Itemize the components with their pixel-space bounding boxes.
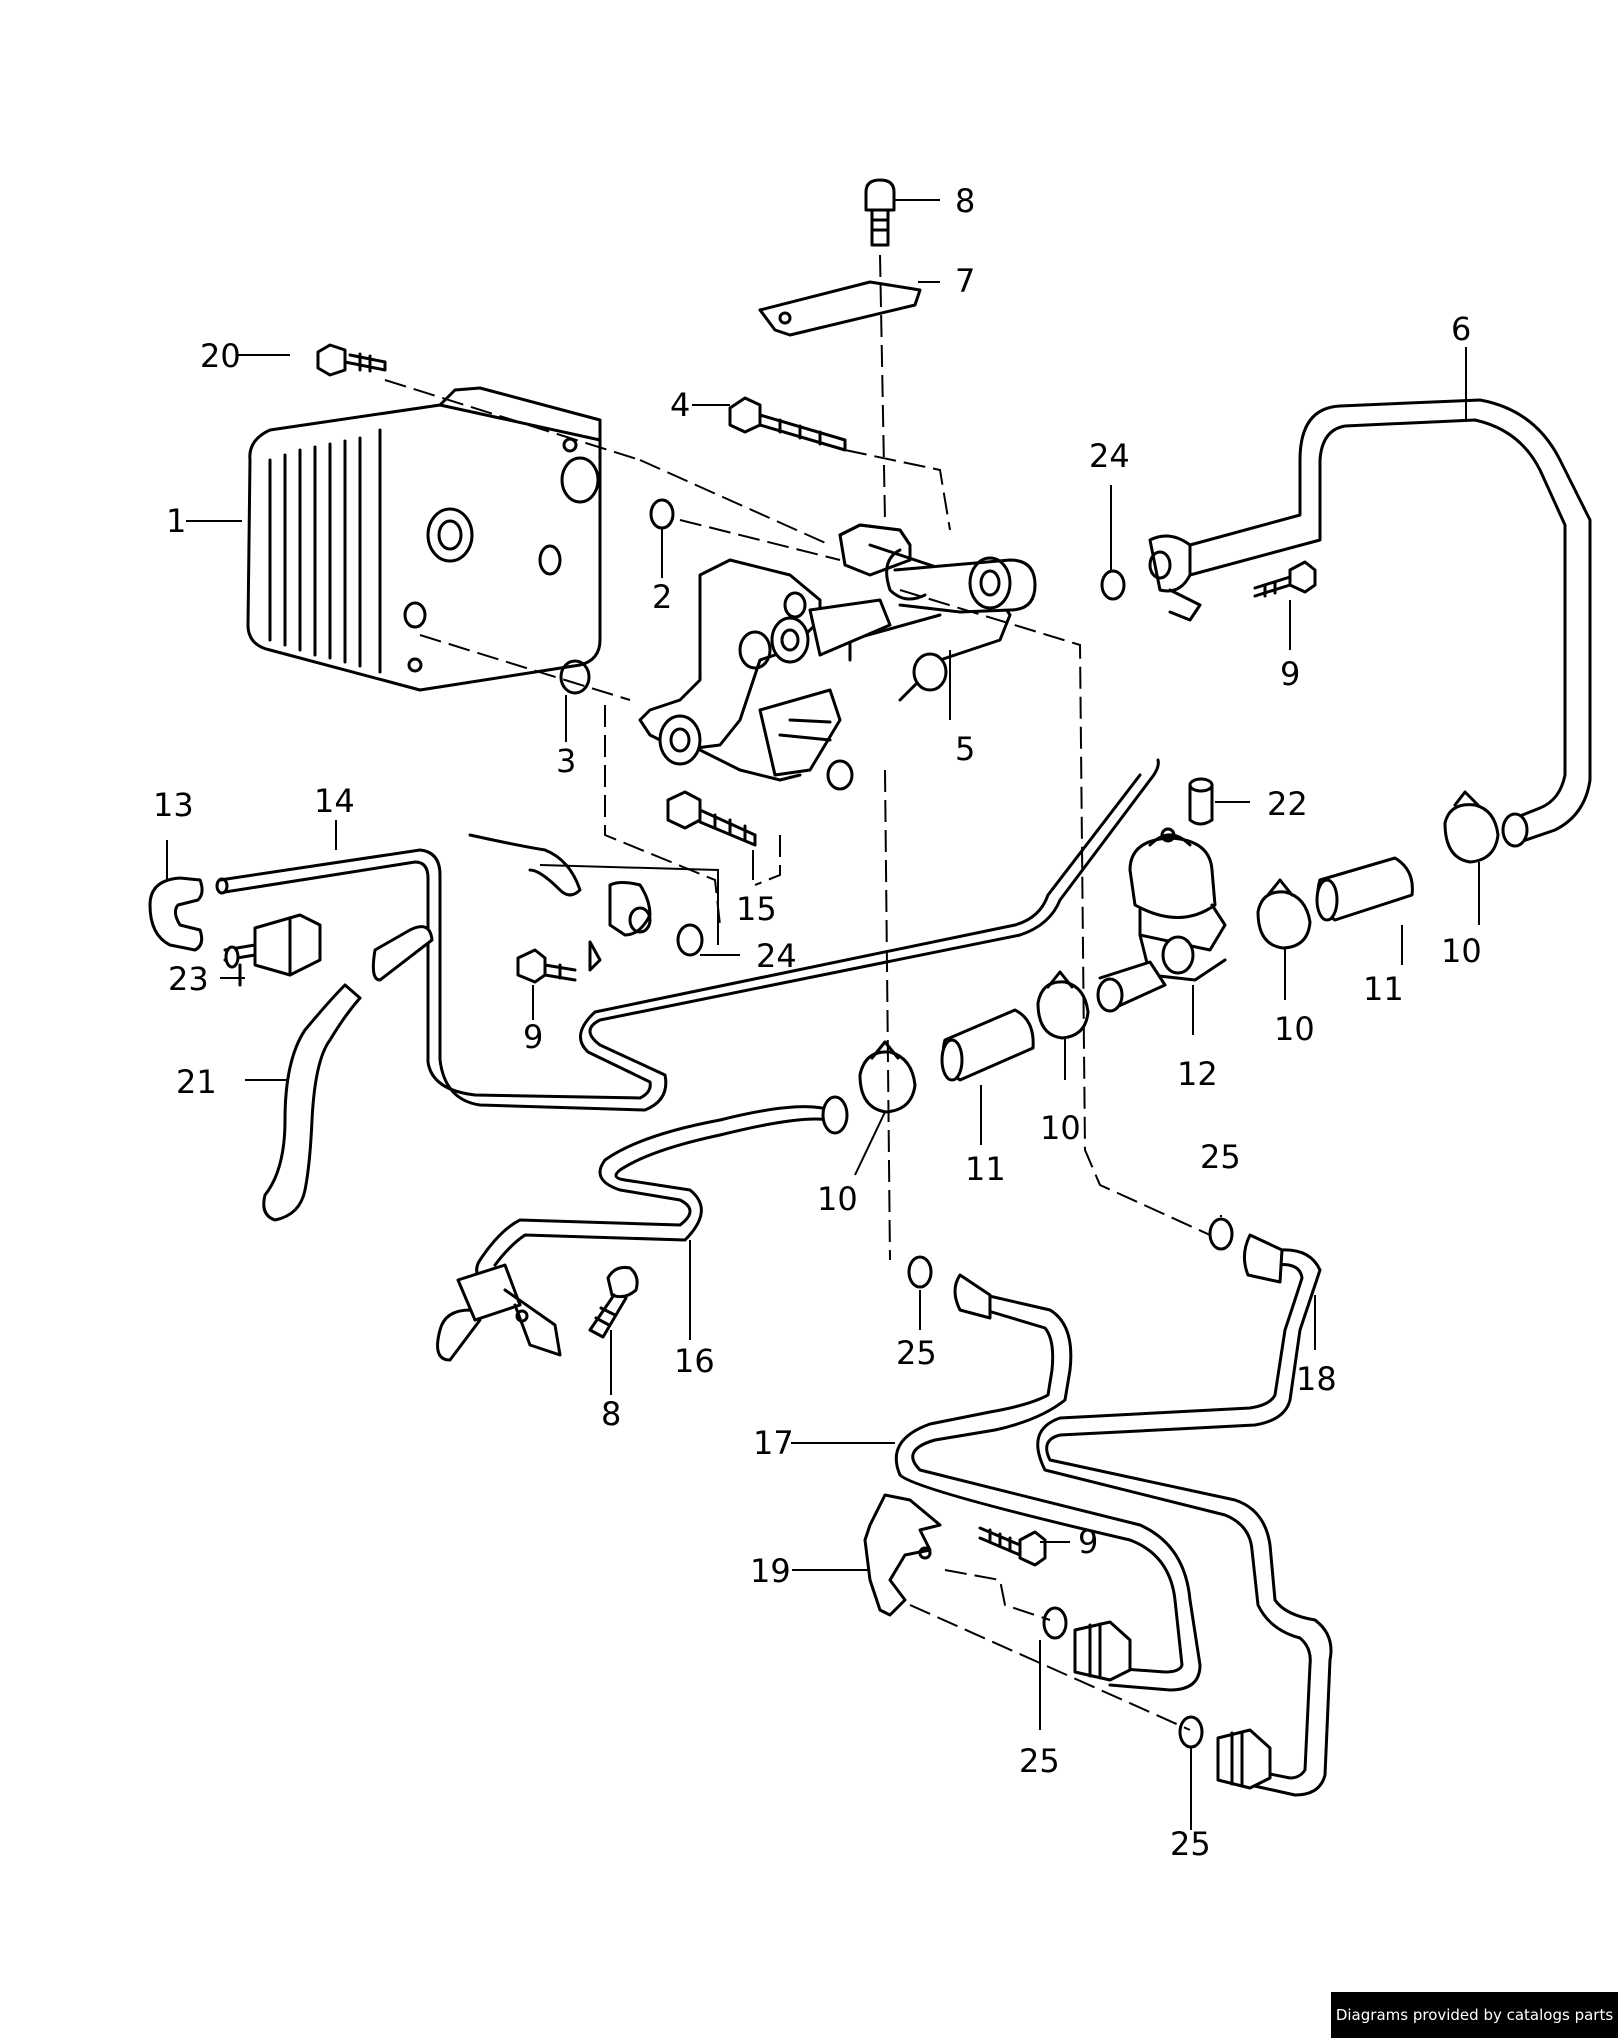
- label-part-25b: 25: [896, 1334, 937, 1372]
- assembly-guide-lines: [384, 254, 1211, 1731]
- pipe-flange-24: [468, 833, 652, 937]
- label-part-9b: 9: [523, 1018, 543, 1056]
- coolant-pipe-part-17: [894, 1273, 1202, 1692]
- hose-part-16: [436, 1095, 849, 1362]
- label-part-6: 6: [1451, 310, 1471, 348]
- label-part-22: 22: [1267, 785, 1308, 823]
- part-labels: 1 2 3 4 5 6 7 8 8 9 9 9 10 10 10 10 11 1…: [153, 182, 1482, 1863]
- label-part-21: 21: [176, 1063, 217, 1101]
- label-part-24b: 24: [756, 937, 797, 975]
- label-part-5: 5: [955, 730, 975, 768]
- label-part-20: 20: [200, 337, 241, 375]
- label-part-12: 12: [1177, 1055, 1218, 1093]
- vacuum-valve-part-23: [223, 913, 322, 987]
- label-part-25d: 25: [1170, 1825, 1211, 1863]
- label-part-10c: 10: [1040, 1109, 1081, 1147]
- label-part-2: 2: [652, 578, 672, 616]
- label-part-10a: 10: [1441, 932, 1482, 970]
- o-ring-part-25a: [1208, 1217, 1234, 1251]
- bolt-part-20: [316, 343, 387, 377]
- label-part-9a: 9: [1280, 655, 1300, 693]
- label-part-25c: 25: [1019, 1742, 1060, 1780]
- label-part-18: 18: [1296, 1360, 1337, 1398]
- credit-banner: Diagrams provided by catalogs parts: [1331, 1992, 1618, 2038]
- o-ring-part-2: [649, 498, 675, 530]
- label-part-4: 4: [670, 386, 690, 424]
- oil-cooler-part: [246, 386, 602, 692]
- label-part-13: 13: [153, 786, 194, 824]
- bolt-part-4: [728, 396, 847, 452]
- coolant-pipe-part-18: [1036, 1233, 1333, 1797]
- label-part-11b: 11: [965, 1150, 1006, 1188]
- label-part-1: 1: [166, 502, 186, 540]
- o-ring-part-25c: [1042, 1606, 1068, 1640]
- label-part-15: 15: [736, 890, 777, 928]
- valve-part-12: [1096, 827, 1227, 1013]
- label-part-17: 17: [753, 1424, 794, 1462]
- vacuum-line-part-14: [215, 758, 1160, 1112]
- label-part-7: 7: [955, 262, 975, 300]
- bolt-part-15: [666, 790, 757, 847]
- hose-part-21: [262, 925, 434, 1222]
- label-part-25a: 25: [1200, 1138, 1241, 1176]
- screw-part-8: [864, 178, 896, 247]
- label-part-10d: 10: [817, 1180, 858, 1218]
- o-ring-part-3: [559, 659, 591, 695]
- o-ring-part-25b: [907, 1255, 933, 1289]
- hose-part-11a: [1315, 856, 1414, 922]
- o-ring-part-24a: [1100, 569, 1126, 601]
- label-part-8b: 8: [601, 1395, 621, 1433]
- hose-clamp-10b: [1256, 878, 1312, 950]
- bolt-part-9c: [978, 1526, 1047, 1567]
- fitting-lower-left: [1073, 1620, 1132, 1682]
- label-part-3: 3: [556, 742, 576, 780]
- fitting-lower-right: [1216, 1728, 1272, 1790]
- screw-part-8b: [588, 1266, 639, 1339]
- label-part-10b: 10: [1274, 1010, 1315, 1048]
- label-part-23: 23: [168, 960, 209, 998]
- label-part-19: 19: [750, 1552, 791, 1590]
- label-part-14: 14: [314, 782, 355, 820]
- bracket-part-19: [863, 1493, 942, 1617]
- label-leader-lines: [166, 199, 1480, 1830]
- bracket-part-7: [758, 280, 922, 337]
- o-ring-part-24b: [676, 923, 704, 957]
- o-ring-part-25d: [1178, 1715, 1204, 1749]
- label-part-11a: 11: [1363, 970, 1404, 1008]
- hose-part-11b: [940, 1008, 1035, 1082]
- bushing-part-22: [1188, 777, 1214, 826]
- label-part-8a: 8: [955, 182, 975, 220]
- bolt-part-9b: [516, 940, 602, 984]
- label-part-24a: 24: [1089, 437, 1130, 475]
- label-part-16: 16: [674, 1342, 715, 1380]
- label-part-9c: 9: [1078, 1523, 1098, 1561]
- thermostat-housing-upper: [638, 523, 912, 791]
- small-hose-part-13: [148, 876, 204, 952]
- coolant-pipe-part-6: [1148, 398, 1592, 848]
- bolt-part-9a: [1253, 560, 1317, 598]
- hose-clamp-10a: [1443, 790, 1500, 864]
- hose-clamp-10c: [1036, 970, 1090, 1040]
